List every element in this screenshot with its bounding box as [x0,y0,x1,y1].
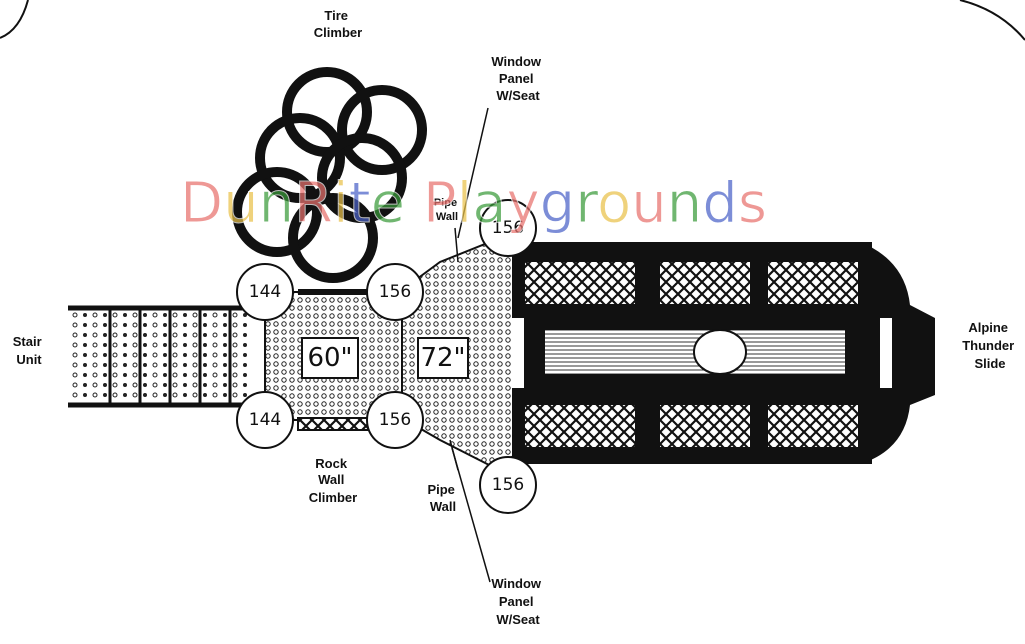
watermark-letter [405,171,423,236]
rock-wall-climber [297,417,369,431]
watermark-letter: R [294,171,333,236]
watermark-letter: g [540,171,576,236]
leader-window-panel-top [457,107,489,239]
watermark-letter: y [507,171,540,236]
post-bottom-left: 144 [236,391,294,449]
watermark-letter: n [259,171,295,236]
watermark-letter: t [349,171,371,236]
watermark-letter: e [371,171,405,236]
svg-text:156: 156 [492,475,524,495]
svg-text:156: 156 [492,218,524,238]
svg-text:156: 156 [379,282,411,302]
watermark-letter: s [738,171,767,236]
watermark-logo: DunRite Playgrounds [180,171,767,236]
deck-label-72: 72" [420,343,465,373]
post-bottom-right: 156 [479,456,537,514]
post-top-right: 156 [479,199,537,257]
label-rock-wall-climber: Rock Wall Climber [309,456,357,505]
alpine-thunder-slide [512,242,935,464]
watermark-letter: D [180,171,223,236]
stair-unit [68,305,255,408]
leader-pipe-wall-top [454,227,459,263]
post-bottom-mid: 156 [366,391,424,449]
svg-text:156: 156 [379,410,411,430]
tire-climber [232,67,427,283]
label-stair-unit: Stair Unit [13,334,46,367]
deck-72: 72" [401,238,516,470]
corner-arc-left [0,0,29,39]
watermark-letter: a [472,171,506,236]
svg-text:144: 144 [249,282,281,302]
watermark-letter: u [631,171,667,236]
leader-window-panel-bottom [451,447,491,583]
watermark-letter: d [702,171,738,236]
label-alpine-thunder-slide: Alpine Thunder Slide [962,320,1018,371]
label-pipe-wall-bottom: Pipe Wall [427,482,458,514]
label-window-panel-bottom: Window Panel W/Seat [491,576,544,627]
label-window-panel-top: Window Panel W/Seat [491,54,544,103]
watermark-letter: i [333,171,349,236]
watermark-letter: l [457,171,473,236]
post-top-mid: 156 [366,263,424,321]
corner-arc-right [959,0,1025,41]
watermark-letter: n [667,171,703,236]
deck-label-60: 60" [307,343,352,373]
watermark-letter: r [575,171,599,236]
svg-text:144: 144 [249,410,281,430]
label-pipe-wall-top: Pipe Wall [434,197,460,223]
watermark-letter: u [223,171,259,236]
deck-60: 60" [264,289,403,421]
post-top-left: 144 [236,263,294,321]
label-tire-climber: Tire Climber [314,8,362,40]
watermark-letter: o [597,171,631,236]
watermark-letter: P [423,171,457,236]
